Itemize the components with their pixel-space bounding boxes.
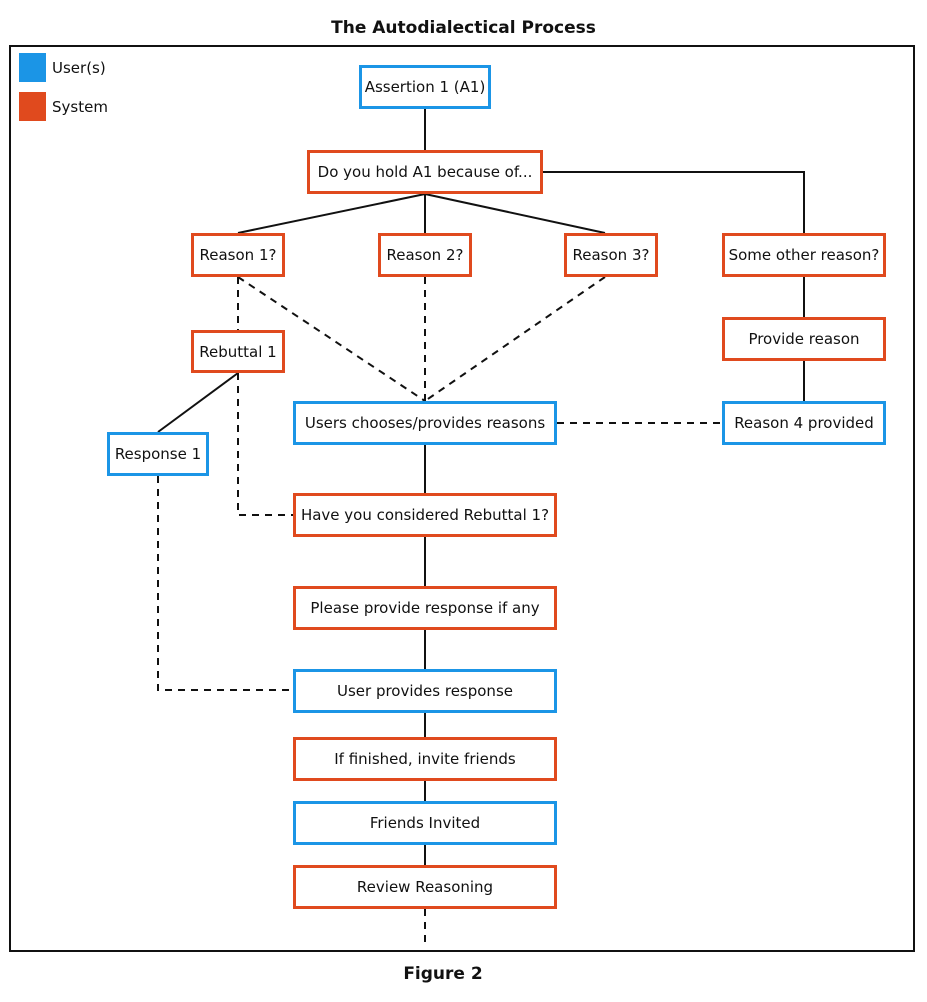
legend-user-label: User(s) — [52, 58, 106, 77]
connector-hold-reason1 — [237, 193, 426, 234]
legend-user: User(s) — [19, 53, 106, 82]
node-other-reason: Some other reason? — [722, 233, 886, 277]
legend-system-label: System — [52, 97, 108, 116]
node-reason1: Reason 1? — [191, 233, 285, 277]
dashed-reason3-choose — [424, 276, 606, 402]
node-provide-response: Please provide response if any — [293, 586, 557, 630]
node-friends-invited: Friends Invited — [293, 801, 557, 845]
dashed-rebuttal-considered — [237, 373, 293, 516]
diagram-title: The Autodialectical Process — [331, 18, 596, 38]
node-users-choose: Users chooses/provides reasons — [293, 401, 557, 445]
node-user-response: User provides response — [293, 669, 557, 713]
node-assertion: Assertion 1 (A1) — [359, 65, 491, 109]
legend-system: System — [19, 92, 108, 121]
node-rebuttal1: Rebuttal 1 — [191, 330, 285, 373]
connector-hold-reason3 — [424, 193, 606, 234]
connector-hold-other — [543, 171, 805, 233]
node-response1: Response 1 — [107, 432, 209, 476]
dashed-reason1-choose — [237, 276, 426, 402]
node-review-reasoning: Review Reasoning — [293, 865, 557, 909]
node-hold-question: Do you hold A1 because of... — [307, 150, 543, 194]
legend-user-swatch — [19, 53, 46, 82]
figure-caption: Figure 2 — [403, 964, 483, 984]
diagram-frame — [9, 45, 915, 952]
node-invite-friends: If finished, invite friends — [293, 737, 557, 781]
node-reason2: Reason 2? — [378, 233, 472, 277]
legend-system-swatch — [19, 92, 46, 121]
node-considered-rebuttal: Have you considered Rebuttal 1? — [293, 493, 557, 537]
connector-rebuttal-response — [157, 372, 239, 433]
node-reason3: Reason 3? — [564, 233, 658, 277]
node-reason4: Reason 4 provided — [722, 401, 886, 445]
dashed-response-userresponse — [157, 476, 293, 691]
node-provide-reason: Provide reason — [722, 317, 886, 361]
